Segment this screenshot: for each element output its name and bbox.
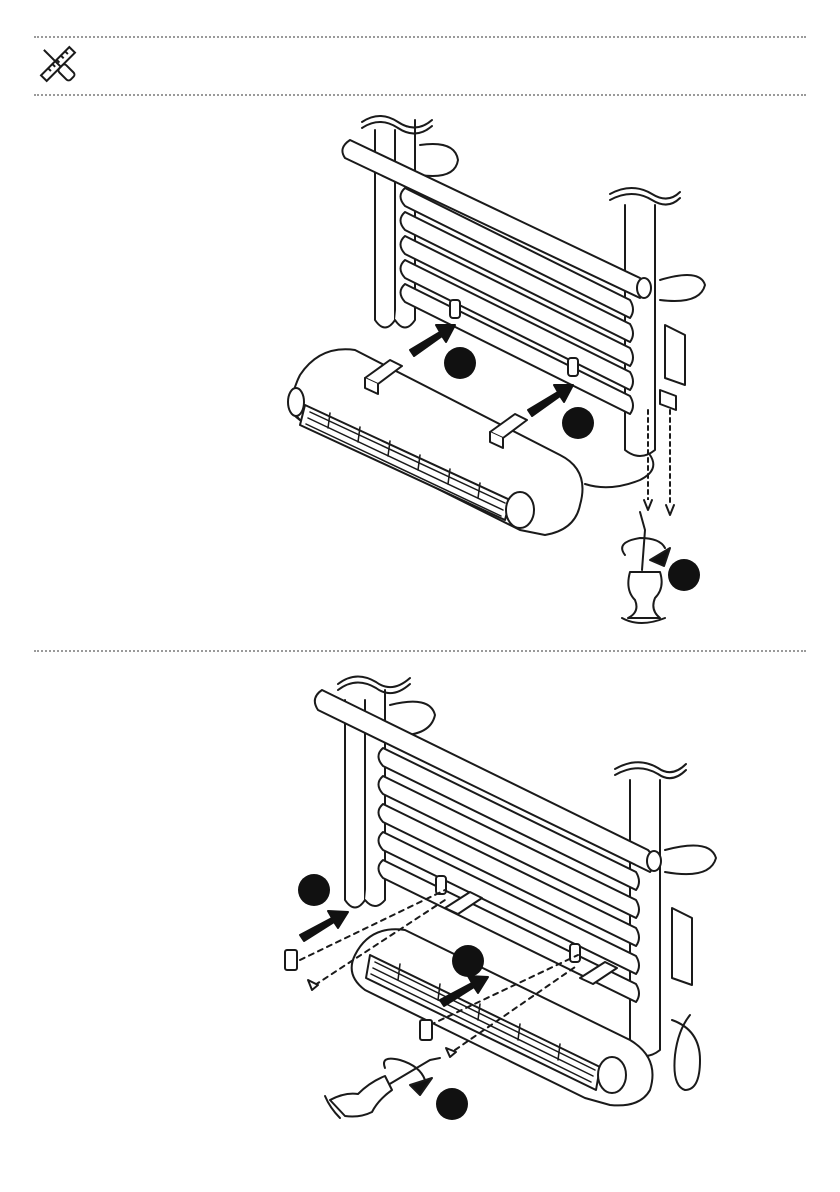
tools-icon (36, 42, 80, 86)
header-top-rule (34, 36, 806, 38)
step-marker-3 (668, 559, 700, 591)
section-separator-rule (34, 650, 806, 652)
step-marker-3 (436, 1088, 468, 1120)
header-bottom-rule (34, 94, 806, 96)
figure-secure-heater (0, 660, 840, 1180)
step-marker-1 (444, 347, 476, 379)
step-marker-2 (562, 407, 594, 439)
figure-mount-heater (0, 100, 840, 640)
step-marker-2 (452, 945, 484, 977)
step-marker-1 (298, 874, 330, 906)
